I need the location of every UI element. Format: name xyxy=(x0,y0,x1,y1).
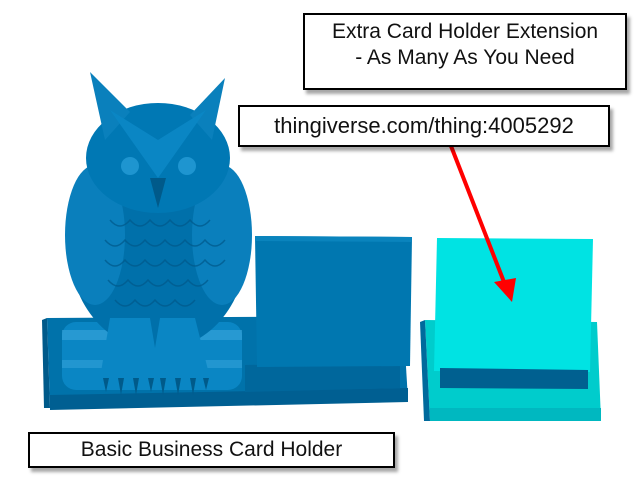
red-arrow-icon xyxy=(449,145,516,302)
extension-label-line1: Extra Card Holder Extension xyxy=(331,20,599,43)
basic-holder-label: Basic Business Card Holder xyxy=(80,438,343,461)
extension-label-box: Extra Card Holder Extension - As Many As… xyxy=(303,13,627,90)
extension-label-line2: - As Many As You Need xyxy=(355,46,575,69)
owl-model xyxy=(65,72,252,395)
url-label-box: thingiverse.com/thing:4005292 xyxy=(238,105,610,147)
extension-card-holder-model xyxy=(420,238,601,421)
basic-holder-label-box: Basic Business Card Holder xyxy=(28,432,395,468)
thingiverse-url: thingiverse.com/thing:4005292 xyxy=(274,113,574,138)
